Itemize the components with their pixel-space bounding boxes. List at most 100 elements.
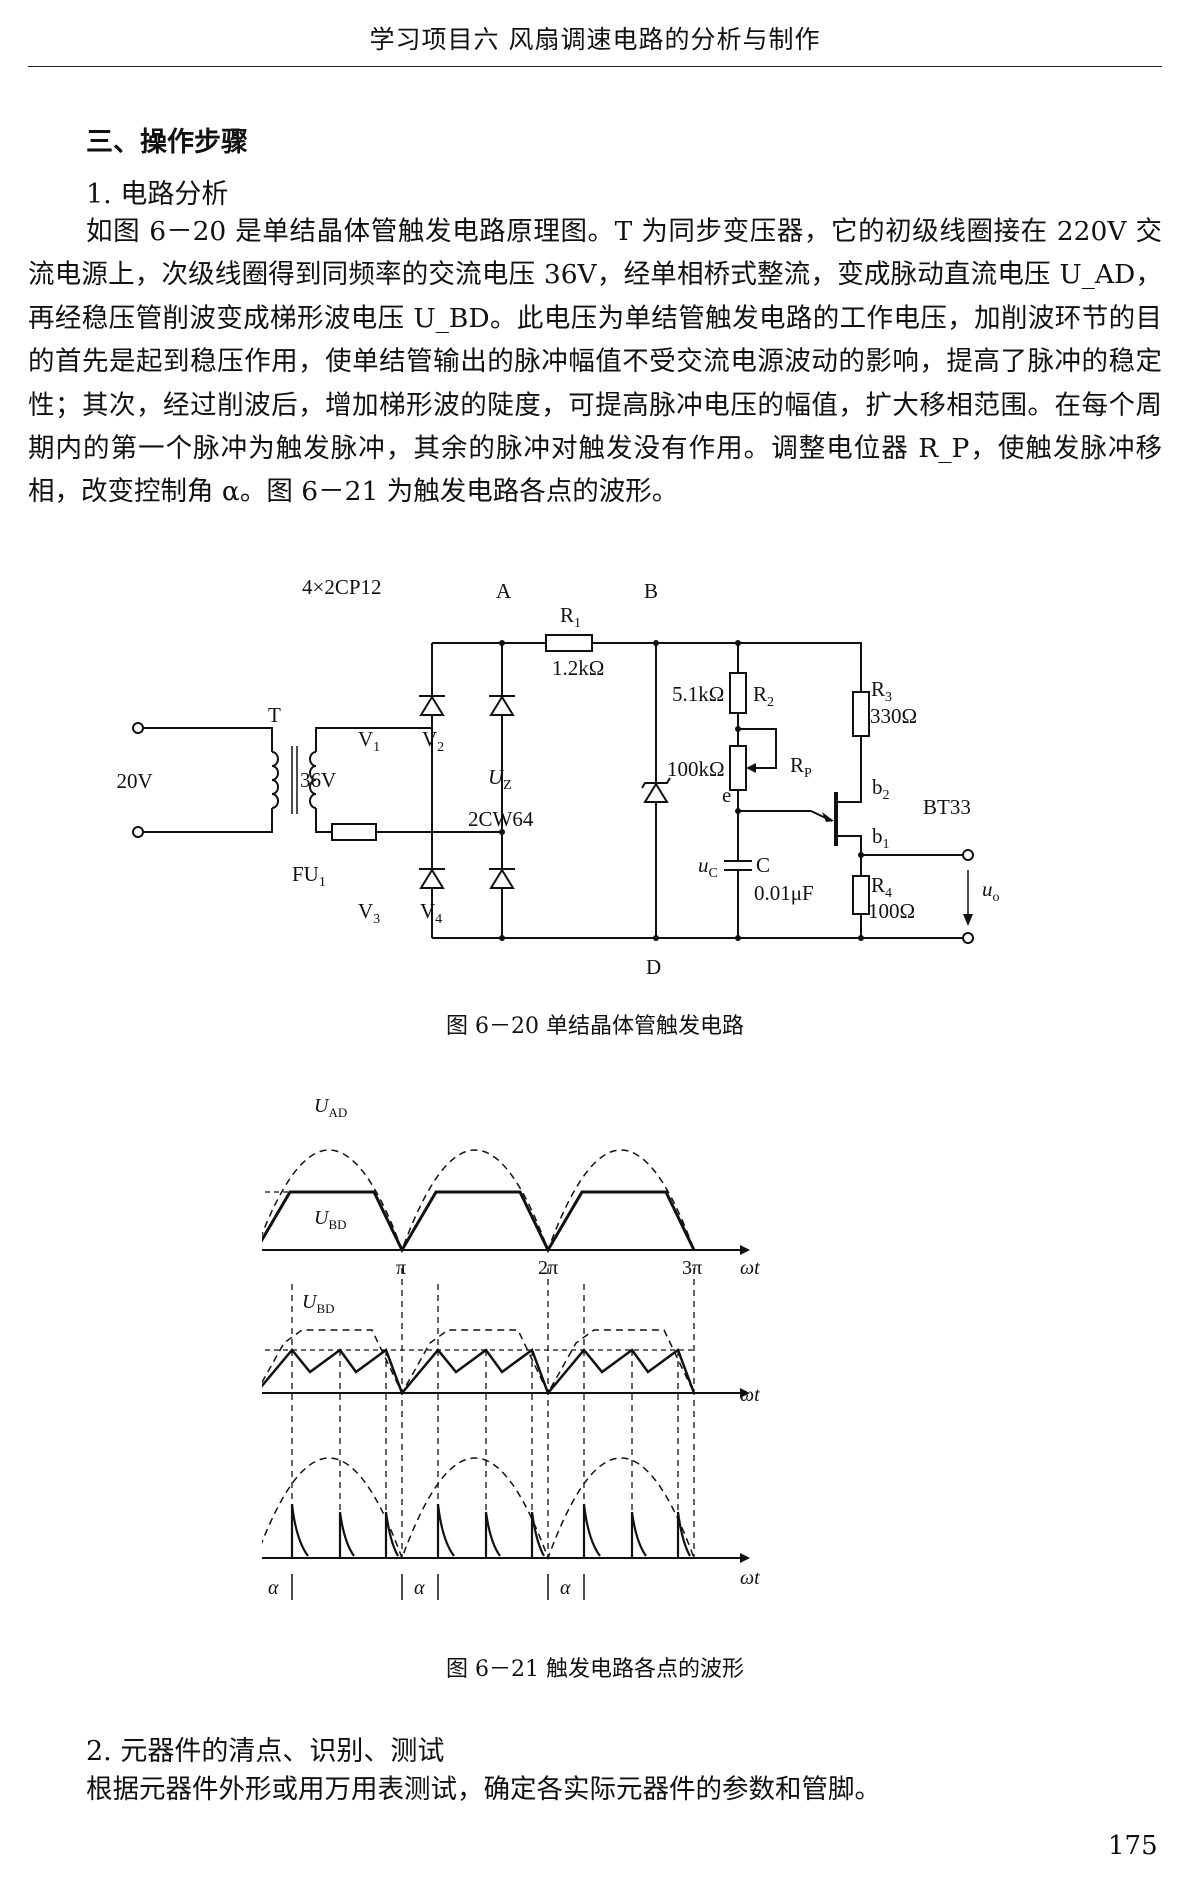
panel3-wt-label: ωt: [740, 1567, 760, 1589]
capacitor-c: [724, 860, 752, 871]
subsection-heading-circuit-analysis: 1. 电路分析: [86, 179, 229, 210]
resistor-r4: [852, 875, 870, 915]
diode-v4: [489, 868, 515, 889]
label-r1: R: [560, 603, 574, 627]
fuse: [331, 823, 377, 841]
figure-6-21-caption: 图 6－21 触发电路各点的波形: [446, 1657, 744, 1682]
label-v3: V: [358, 899, 373, 923]
tick-2pi: 2π: [538, 1257, 558, 1279]
label-v3-sub: 3: [373, 912, 380, 927]
label-r2-value: 5.1kΩ: [672, 682, 724, 706]
label-r3-value: 330Ω: [870, 704, 917, 728]
transformer-primary-winding: [271, 751, 279, 809]
component-check-paragraph: 根据元器件外形或用万用表测试，确定各实际元器件的参数和管脚。: [86, 1774, 881, 1805]
output-terminal-top: [962, 849, 974, 861]
svg-text:b2: b2: [872, 775, 890, 803]
label-v2: V: [422, 727, 437, 751]
label-zener-sub: Z: [503, 778, 512, 793]
svg-text:R2: R2: [753, 682, 774, 710]
svg-text:UBD: UBD: [314, 1207, 347, 1232]
label-r2: R: [753, 682, 767, 706]
label-bridge: 4×2CP12: [302, 575, 382, 599]
svg-text:b1: b1: [872, 824, 890, 852]
label-fuse: FU: [292, 862, 319, 886]
label-r4-sub: 4: [885, 886, 892, 901]
panel2-wt-label: ωt: [740, 1384, 760, 1406]
label-r4: R: [871, 873, 885, 897]
label-uad: U: [314, 1095, 330, 1117]
page-number: 175: [1108, 1831, 1158, 1861]
zener-diode: [641, 777, 671, 803]
resistor-r2: [729, 672, 747, 714]
tick-3pi: 3π: [682, 1257, 702, 1279]
section-heading: 三、操作步骤: [86, 127, 248, 158]
potentiometer-rp: [729, 745, 747, 791]
label-uc-sub: C: [709, 866, 718, 881]
label-rp-value: 100kΩ: [667, 757, 725, 781]
resistor-r1: [545, 634, 593, 652]
svg-text:V2: V2: [422, 727, 444, 755]
label-ubd-sub: BD: [328, 1217, 346, 1232]
input-terminal-bottom: [132, 826, 144, 838]
label-mains: 220V: [116, 769, 153, 793]
label-transformer: T: [268, 703, 281, 727]
label-rp-sub: P: [804, 766, 812, 781]
label-ubd-2: U: [302, 1291, 318, 1313]
svg-text:R1: R1: [560, 603, 581, 631]
label-ubd: U: [314, 1207, 330, 1229]
subsection-heading-component-check: 2. 元器件的清点、识别、测试: [86, 1736, 445, 1767]
label-emitter: e: [722, 783, 731, 807]
ug-pulses: [290, 1503, 691, 1558]
label-uc: u: [698, 853, 709, 877]
label-b2-sub: 2: [883, 788, 890, 803]
label-cap: C: [756, 853, 770, 877]
label-uo: u: [982, 877, 993, 901]
label-uo-sub: o: [993, 890, 1000, 905]
label-r1-sub: 1: [574, 616, 581, 631]
svg-text:RP: RP: [790, 753, 812, 781]
svg-text:UZ: UZ: [488, 765, 512, 793]
label-b2: b: [872, 775, 883, 799]
alpha-label-3: α: [560, 1577, 571, 1599]
transformer-secondary-winding: [309, 751, 317, 809]
svg-text:V1: V1: [358, 727, 380, 755]
svg-text:R4: R4: [871, 873, 892, 901]
label-r3-sub: 3: [885, 690, 892, 705]
svg-text:uo: uo: [982, 877, 1000, 905]
diode-v2: [489, 695, 515, 716]
trigger-waveforms-diagram: u UAD UZ UBD O π 2π 3π ωt uC UBD UP O ωt…: [262, 1095, 760, 1600]
output-terminal-bottom: [962, 932, 974, 944]
uad-waveform: [262, 1149, 695, 1253]
label-v4-sub: 4: [435, 912, 442, 927]
svg-text:V4: V4: [420, 899, 442, 927]
label-zener: U: [488, 765, 505, 789]
label-r1-value: 1.2kΩ: [552, 656, 604, 680]
header-rule: [28, 66, 1162, 67]
label-r4-value: 100Ω: [868, 899, 915, 923]
label-node-d: D: [646, 955, 661, 979]
svg-text:UBD: UBD: [302, 1291, 335, 1316]
diode-v3: [419, 868, 445, 889]
alpha-label-2: α: [414, 1577, 425, 1599]
label-v4: V: [420, 899, 435, 923]
label-fuse-sub: 1: [319, 875, 326, 890]
trigger-circuit-diagram: 4×2CP12 A B D R1 1.2kΩ 5.1kΩ R2 100kΩ RP…: [116, 575, 1000, 979]
label-rp: R: [790, 753, 804, 777]
label-ujt: BT33: [923, 795, 971, 819]
label-secondary: 36V: [300, 768, 336, 792]
svg-text:UAD: UAD: [314, 1095, 347, 1120]
svg-text:FU1: FU1: [292, 862, 326, 890]
label-zener-model: 2CW64: [468, 807, 534, 831]
label-node-b: B: [644, 579, 658, 603]
ubd-envelope-waveform: [262, 1329, 695, 1395]
svg-text:uC: uC: [698, 853, 718, 881]
svg-text:V3: V3: [358, 899, 380, 927]
label-v2-sub: 2: [437, 740, 444, 755]
label-b1-sub: 1: [883, 837, 890, 852]
ug-envelope: [262, 1457, 695, 1561]
label-v1: V: [358, 727, 373, 751]
panel1-wt-label: ωt: [740, 1257, 760, 1279]
alpha-label-1: α: [268, 1577, 279, 1599]
figure-6-20-caption: 图 6－20 单结晶体管触发电路: [446, 1014, 744, 1039]
label-ubd-2-sub: BD: [316, 1301, 334, 1316]
